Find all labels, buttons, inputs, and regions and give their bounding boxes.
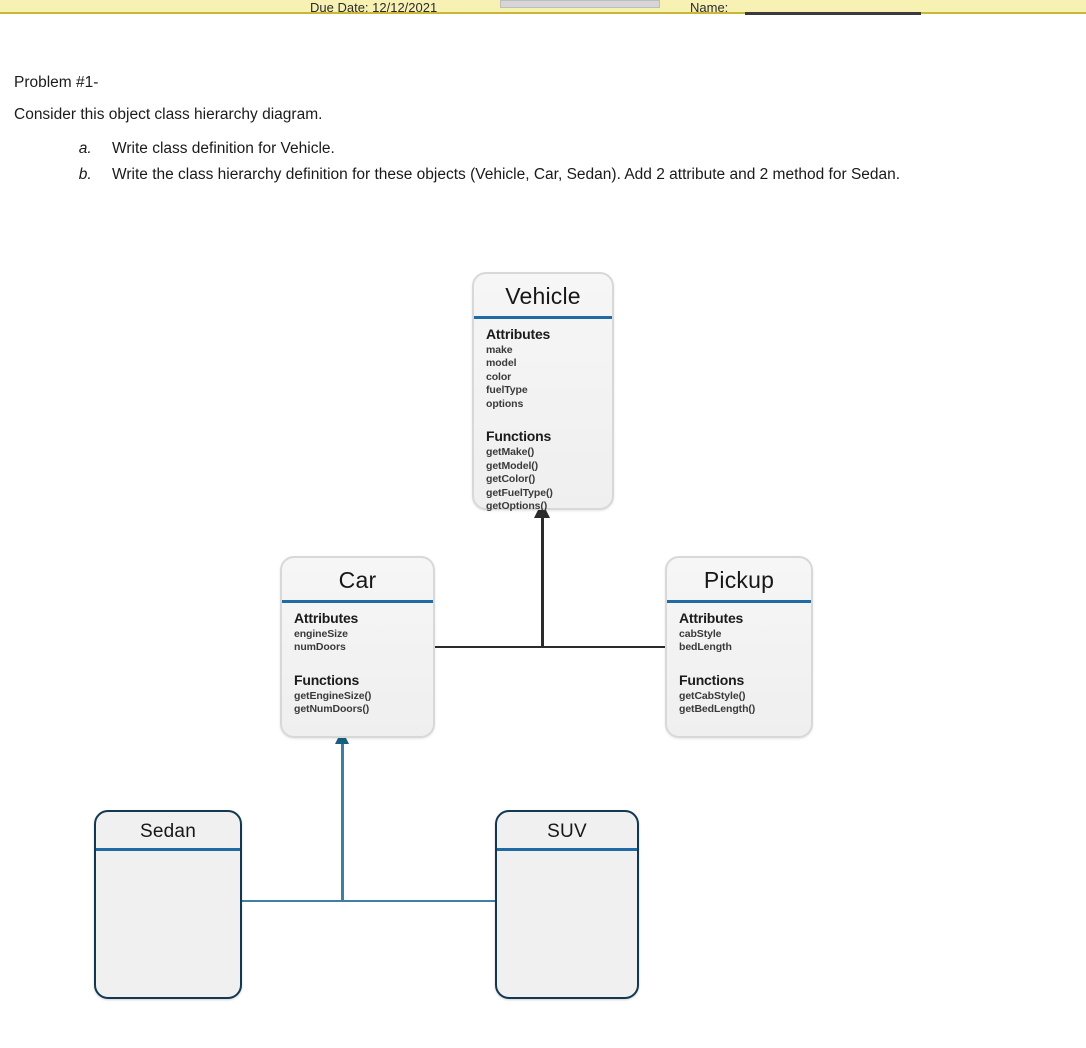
class-title-divider: [474, 316, 612, 319]
class-title-car: Car: [338, 567, 377, 593]
function-item: getBedLength(): [679, 703, 756, 715]
class-title-pickup: Pickup: [703, 567, 775, 593]
problem-item-b-text: Write the class hierarchy definition for…: [112, 166, 901, 183]
section-spacer: [294, 655, 433, 672]
function-item: getFuelType(): [486, 486, 553, 499]
function-item: getCabStyle(): [679, 689, 746, 702]
attribute-item: cabStyle: [679, 627, 722, 640]
attribute-item: model: [486, 357, 517, 369]
class-body-pickup: Attributes cabStyle bedLength Functions …: [667, 603, 811, 717]
attributes-heading: Attributes: [294, 609, 359, 626]
functions-heading: Functions: [486, 428, 552, 444]
attributes-heading: Attributes: [679, 609, 744, 626]
header-text-field[interactable]: [500, 0, 660, 8]
class-title-divider: [96, 848, 240, 851]
connector-sedan-suv-horizontal: [242, 900, 496, 902]
attribute-item: make: [486, 343, 513, 356]
function-item: getModel(): [486, 459, 539, 472]
name-underline: [745, 12, 921, 15]
class-box-car[interactable]: Car Attributes engineSize numDoors Funct…: [280, 556, 435, 738]
class-body-car: Attributes engineSize numDoors Functions…: [282, 603, 433, 717]
class-body-suv: [497, 851, 637, 858]
problem-intro: Consider this object class hierarchy dia…: [14, 106, 323, 123]
connector-car-pickup-horizontal: [435, 646, 667, 648]
function-item: getEngineSize(): [294, 689, 372, 702]
class-body-vehicle: Attributes make model color fuelType opt…: [474, 319, 612, 514]
class-body-sedan: [96, 851, 240, 858]
class-title-vehicle: Vehicle: [505, 283, 581, 309]
section-spacer: [486, 411, 612, 428]
page-title: Problem #1-: [14, 74, 99, 91]
attribute-item: fuelType: [486, 384, 528, 396]
attribute-item: engineSize: [294, 627, 348, 640]
list-item: Write the class hierarchy definition for…: [96, 162, 1014, 187]
function-item: getMake(): [486, 446, 535, 458]
attribute-item: numDoors: [294, 641, 346, 653]
section-spacer: [679, 655, 811, 672]
class-box-pickup[interactable]: Pickup Attributes cabStyle bedLength Fun…: [665, 556, 813, 738]
attribute-item: color: [486, 370, 512, 383]
assignment-header-band: Due Date: 12/12/2021 Name:: [0, 0, 1086, 14]
class-title-sedan: Sedan: [140, 821, 196, 842]
due-date-label: Due Date: 12/12/2021: [310, 0, 438, 14]
name-label: Name:: [690, 0, 729, 14]
functions-heading: Functions: [294, 671, 360, 688]
problem-sub-items: Write class definition for Vehicle. Writ…: [14, 136, 1014, 187]
class-box-vehicle[interactable]: Vehicle Attributes make model color fuel…: [472, 272, 614, 512]
function-item: getNumDoors(): [294, 703, 370, 715]
function-item: getColor(): [486, 473, 536, 485]
list-item: Write class definition for Vehicle.: [96, 136, 1014, 161]
attribute-item: bedLength: [679, 641, 732, 653]
class-box-sedan[interactable]: Sedan: [94, 810, 242, 999]
class-title-suv: SUV: [547, 821, 587, 842]
problem-statement: Problem #1- Consider this object class h…: [14, 68, 1014, 188]
connector-car-pickup-to-vehicle: [541, 516, 544, 648]
class-box-suv[interactable]: SUV: [495, 810, 639, 999]
attributes-heading: Attributes: [486, 325, 551, 342]
class-title-divider: [497, 848, 637, 851]
problem-item-a-text: Write class definition for Vehicle.: [112, 140, 335, 157]
function-item: getOptions(): [486, 500, 548, 512]
attribute-item: options: [486, 397, 524, 410]
class-title-divider: [667, 600, 811, 603]
functions-heading: Functions: [679, 671, 745, 688]
class-title-divider: [282, 600, 433, 603]
connector-sedan-suv-to-car: [341, 742, 344, 901]
